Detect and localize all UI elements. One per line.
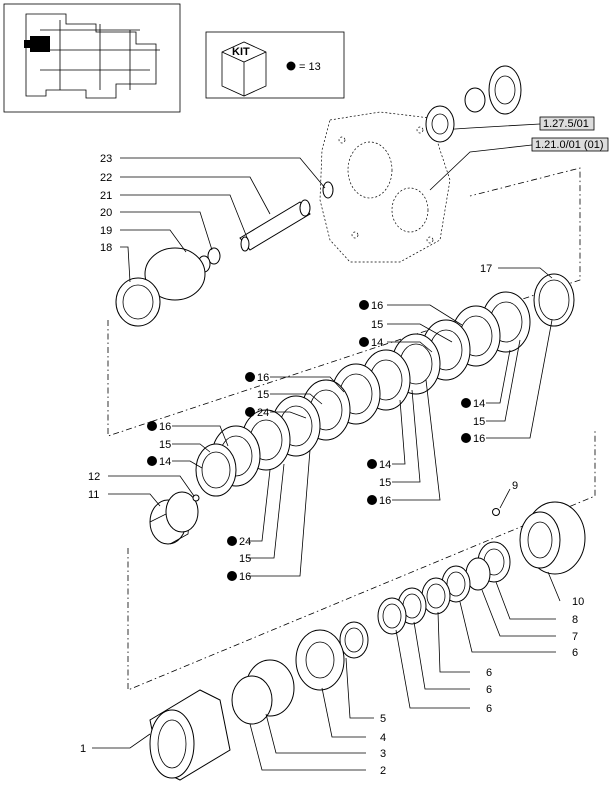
callout-16: 16 (371, 300, 383, 312)
seal-2 (231, 675, 273, 725)
top-gears (425, 65, 522, 143)
bullet-icon (147, 456, 157, 466)
callout-8: 8 (572, 614, 578, 626)
callout-14: 14 (371, 337, 383, 349)
callout-19: 19 (100, 225, 112, 237)
kit-bullet-icon (286, 61, 296, 71)
snap-ring-19 (144, 247, 206, 301)
callout-6: 6 (572, 647, 578, 659)
callout-15: 15 (159, 439, 171, 451)
callout-16: 16 (159, 421, 171, 433)
callout-16: 16 (379, 495, 391, 507)
callout-15: 15 (379, 477, 391, 489)
part-12 (192, 494, 200, 502)
bullet-icon (367, 459, 377, 469)
callout-3: 3 (380, 748, 386, 760)
part-9 (492, 508, 500, 516)
callout-1: 1 (80, 743, 86, 755)
callout-6: 6 (486, 684, 492, 696)
bullet-icon (461, 398, 471, 408)
lower-group-boundary (127, 430, 596, 691)
reference-label-1: 1.27.5/01 (543, 118, 589, 130)
callout-6: 6 (486, 667, 492, 679)
callout-16: 16 (257, 372, 269, 384)
callout-24: 24 (257, 407, 269, 419)
callout-6: 6 (486, 703, 492, 715)
callout-16: 16 (239, 571, 251, 583)
bullet-icon (147, 421, 157, 431)
callout-18: 18 (100, 242, 112, 254)
callout-12: 12 (88, 471, 100, 483)
callout-10: 10 (572, 596, 584, 608)
callout-24: 24 (239, 536, 251, 548)
bullet-icon (461, 433, 471, 443)
upper-group-boundary (107, 167, 581, 437)
bullet-icon (245, 372, 255, 382)
kit-legend: KIT = 13 (205, 31, 345, 99)
hub-11 (149, 491, 199, 545)
locator-thumbnail (3, 3, 181, 113)
callout-22: 22 (100, 172, 112, 184)
bullet-icon (227, 536, 237, 546)
kit-equals-text: = 13 (299, 61, 321, 73)
callout-17: 17 (480, 263, 492, 275)
part-5 (339, 621, 369, 659)
callouts: 23 22 21 20 19 18 17 16 15 14 16 15 24 1… (80, 153, 584, 777)
callout-16: 16 (473, 433, 485, 445)
callout-15: 15 (239, 553, 251, 565)
part-20 (207, 247, 221, 265)
bullet-icon (227, 571, 237, 581)
bullet-icon (359, 337, 369, 347)
callout-14: 14 (473, 398, 485, 410)
callout-15: 15 (371, 319, 383, 331)
callout-15: 15 (473, 416, 485, 428)
callout-2: 2 (380, 765, 386, 777)
callout-14: 14 (159, 456, 171, 468)
bullet-icon (245, 407, 255, 417)
bullet-icon (359, 300, 369, 310)
callout-20: 20 (100, 207, 112, 219)
kit-label: KIT (232, 46, 250, 58)
callout-7: 7 (572, 631, 578, 643)
callout-15: 15 (257, 389, 269, 401)
reference-box-1[interactable]: 1.27.5/01 (539, 116, 595, 131)
housing (319, 111, 451, 263)
callout-11: 11 (88, 489, 99, 501)
callout-23: 23 (100, 153, 112, 165)
callout-14: 14 (379, 459, 391, 471)
piston-10 (519, 501, 586, 575)
drum-1 (149, 689, 231, 781)
bullet-icon (367, 495, 377, 505)
reference-box-2[interactable]: 1.21.0/01 (01) (531, 137, 609, 152)
callout-9: 9 (512, 480, 518, 492)
reference-label-2: 1.21.0/01 (01) (535, 139, 604, 151)
part-4 (295, 629, 345, 691)
callout-21: 21 (100, 190, 112, 202)
callout-5: 5 (380, 713, 386, 725)
callout-4: 4 (380, 732, 386, 744)
shaft-23 (239, 181, 334, 252)
clutch-disc-stack (195, 273, 575, 497)
kit-bullets (147, 300, 471, 581)
